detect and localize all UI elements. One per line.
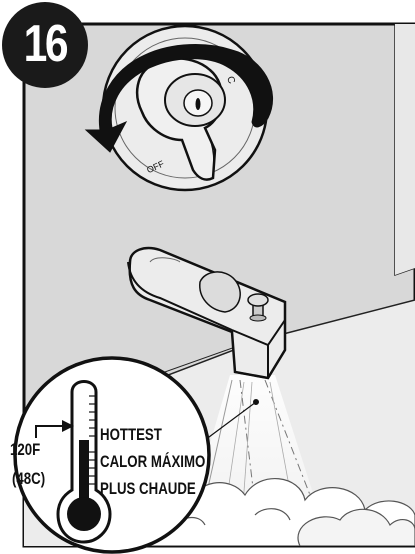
temperature-fahrenheit: 120F xyxy=(10,440,41,459)
callout-pointer xyxy=(204,399,259,441)
thermometer-icon xyxy=(56,380,112,544)
temperature-celsius: (48C) xyxy=(12,469,46,488)
hottest-label-fr: PLUS CHAUDE xyxy=(100,479,196,498)
hottest-label-es: CALOR MÁXIMO xyxy=(100,452,206,471)
cold-marker-label: C xyxy=(224,75,237,86)
hottest-label-en: HOTTEST xyxy=(100,425,162,444)
step-number: 16 xyxy=(23,15,69,73)
tub-spout xyxy=(127,246,287,380)
steam-clouds xyxy=(147,478,415,546)
temperature-pointer xyxy=(35,420,74,438)
diverter-knob xyxy=(247,293,269,322)
step-number-badge: 16 xyxy=(2,2,88,88)
rotate-arrow-icon xyxy=(84,44,273,153)
